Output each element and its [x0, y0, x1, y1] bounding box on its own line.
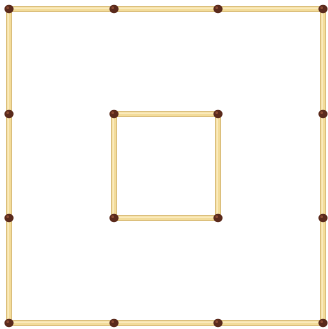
match-head-2 [4, 319, 13, 327]
outer-right-match-2 [321, 114, 326, 218]
match-head-10 [318, 110, 327, 118]
match-heads-layer [4, 5, 327, 327]
outer-bottom-match-2 [114, 321, 218, 326]
outer-top-match-2 [114, 7, 218, 12]
match-head-shine-5 [215, 6, 218, 9]
inner-bottom-match [114, 216, 218, 221]
outer-right-match-1 [321, 9, 326, 114]
outer-top-match-1 [9, 7, 114, 12]
inner-right-match [216, 114, 221, 218]
match-head-shine-13 [111, 111, 114, 114]
inner-top-match [114, 112, 218, 117]
match-head-shine-4 [111, 320, 114, 323]
match-head-shine-9 [6, 111, 9, 114]
match-head-shine-2 [6, 320, 9, 323]
match-head-4 [109, 319, 118, 327]
inner-left-match [112, 114, 117, 218]
match-head-16 [213, 214, 222, 222]
match-head-3 [109, 5, 118, 13]
outer-top-match-3 [218, 7, 323, 12]
match-head-5 [213, 5, 222, 13]
match-head-1 [4, 5, 13, 13]
match-head-9 [4, 110, 13, 118]
match-head-shine-11 [6, 215, 9, 218]
match-head-8 [318, 319, 327, 327]
match-head-13 [109, 110, 118, 118]
match-head-6 [213, 319, 222, 327]
outer-bottom-match-1 [9, 321, 114, 326]
match-head-shine-14 [215, 111, 218, 114]
outer-left-match-1 [7, 9, 12, 114]
match-head-14 [213, 110, 222, 118]
match-head-15 [109, 214, 118, 222]
match-head-shine-1 [6, 6, 9, 9]
outer-left-match-2 [7, 114, 12, 218]
outer-right-match-3 [321, 218, 326, 323]
outer-bottom-match-3 [218, 321, 323, 326]
outer-left-match-3 [7, 218, 12, 323]
match-head-shine-12 [320, 215, 323, 218]
match-head-shine-6 [215, 320, 218, 323]
match-head-12 [318, 214, 327, 222]
match-head-11 [4, 214, 13, 222]
match-head-7 [318, 5, 327, 13]
match-head-shine-10 [320, 111, 323, 114]
match-head-shine-3 [111, 6, 114, 9]
match-head-shine-8 [320, 320, 323, 323]
match-head-shine-16 [215, 215, 218, 218]
match-head-shine-15 [111, 215, 114, 218]
match-head-shine-7 [320, 6, 323, 9]
match-sticks-layer [7, 7, 326, 326]
